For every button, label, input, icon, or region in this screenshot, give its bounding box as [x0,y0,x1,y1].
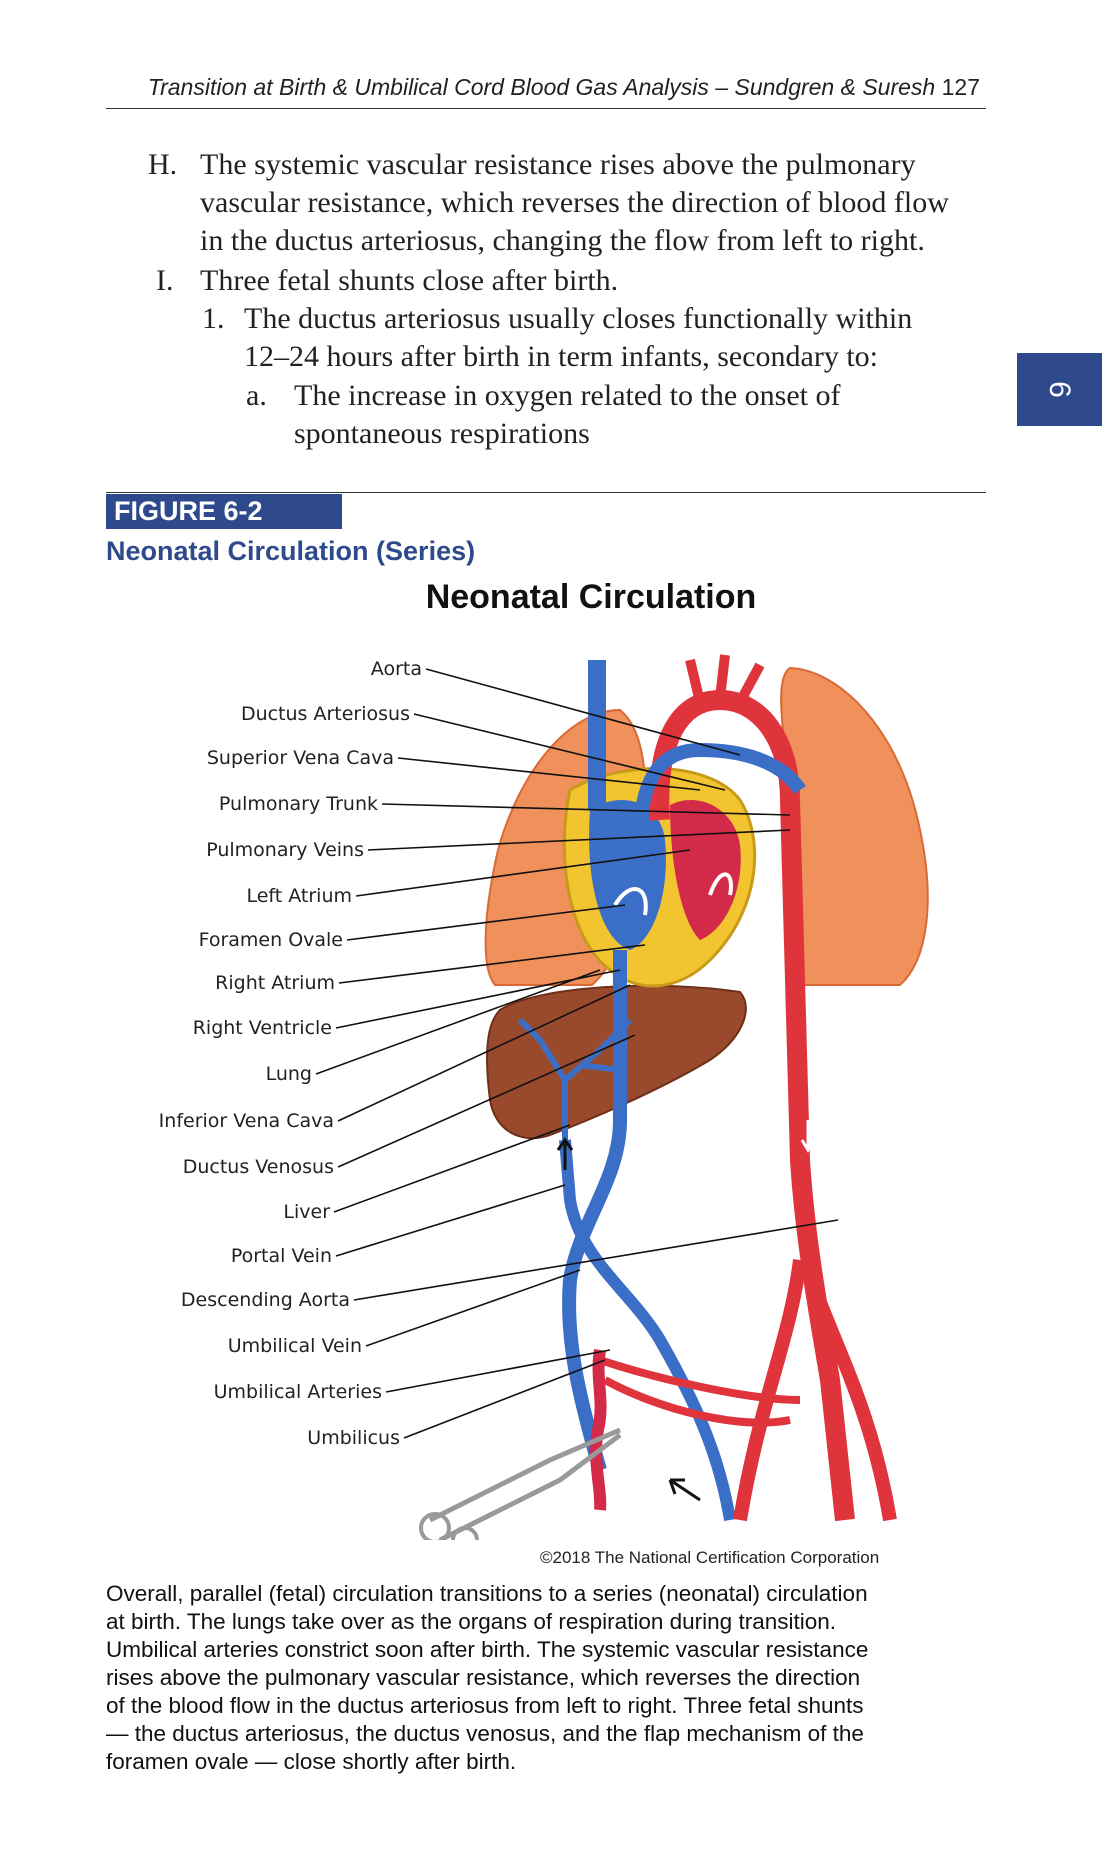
caption-line: at birth. The lungs take over as the org… [106,1609,836,1634]
leader-line [355,849,691,897]
diagram-label: Umbilical Arteries [214,1381,382,1403]
flow-arrow [800,1120,816,1153]
outline-line: in the ductus arteriosus, changing the f… [200,224,925,257]
caption-line: Overall, parallel (fetal) circulation tr… [106,1581,868,1606]
diagram-label: Foramen Ovale [199,929,343,951]
outline-line: vascular resistance, which reverses the … [200,186,949,219]
diagram-title: Neonatal Circulation [425,578,757,616]
caption-line: foramen ovale — close shortly after birt… [106,1749,517,1774]
figure-credit: ©2018 The National Certification Corpora… [540,1548,880,1567]
diagram-label: Lung [266,1063,312,1085]
clamp-ring-illustration [419,1512,451,1540]
portal-vein-illustration [559,1139,736,1521]
leader-line [333,1124,571,1213]
iliac-artery-illustration [733,1257,897,1522]
outline-marker: 1. [202,302,225,335]
umbilical-arteries-illustration [598,1356,801,1427]
diagram-label: Superior Vena Cava [207,747,394,769]
leader-line [353,1219,839,1301]
caption-line: Umbilical arteries constrict soon after … [106,1637,869,1662]
leader-line [346,904,626,941]
leader-line [413,713,726,791]
outline-line: The ductus arteriosus usually closes fun… [244,302,913,335]
leader-line [381,803,791,816]
leader-line [397,757,701,791]
page-number: 127 [941,74,980,100]
outline-marker: I. [156,264,174,297]
diagram-label: Liver [283,1201,330,1223]
flow-arrow [668,1478,701,1502]
leader-line [338,944,646,984]
diagram-label: Pulmonary Trunk [219,793,378,815]
figure-label: FIGURE 6-2 [106,494,342,529]
flow-arrow [708,872,733,896]
caption-line: of the blood flow in the ductus arterios… [106,1693,864,1718]
leader-line [403,1359,606,1439]
leader-line [385,1349,611,1393]
outline-line: spontaneous respirations [294,417,590,450]
outline-marker: H. [148,148,178,181]
diagram-label: Umbilicus [307,1427,400,1449]
aorta-branch-illustration [685,654,765,705]
diagram-label: Aorta [371,658,422,680]
running-head-title: Transition at Birth & Umbilical Cord Blo… [147,74,936,100]
diagram-label: Ductus Venosus [183,1156,334,1178]
diagram-label: Left Atrium [246,885,352,907]
chapter-tab-number: 6 [1043,381,1076,398]
leader-line [335,1184,566,1257]
diagram-label: Umbilical Vein [228,1335,362,1357]
caption-line: rises above the pulmonary vascular resis… [106,1665,861,1690]
running-head-text: Transition at Birth & Umbilical Cord Blo… [148,74,980,101]
diagram-label: Right Ventricle [193,1017,332,1039]
figure-title: Neonatal Circulation (Series) [106,536,476,566]
leader-line [337,984,631,1122]
running-head: Transition at Birth & Umbilical Cord Blo… [106,72,986,109]
diagram-label: Inferior Vena Cava [159,1110,334,1132]
outline-line: 12–24 hours after birth in term infants,… [244,340,879,373]
diagram-label: Pulmonary Veins [206,839,364,861]
outline-line: The increase in oxygen related to the on… [294,379,841,412]
liver-vessel-illustration [517,1017,633,1140]
clamp-illustration [428,1427,622,1540]
chapter-tab: 6 [1017,353,1102,426]
diagram-label: Portal Vein [231,1245,332,1267]
leader-line [337,1034,636,1168]
leader-line [365,1269,581,1347]
inferior-vena-cava-illustration [562,950,627,1472]
figure-rule [106,492,986,493]
outline-line: Three fetal shunts close after birth. [200,264,619,297]
clamp-ring-illustration [451,1526,479,1540]
leader-line [367,829,791,851]
diagram-label: Right Atrium [215,972,335,994]
leader-line [425,668,741,756]
flow-arrow [698,723,762,742]
outline-line: The systemic vascular resistance rises a… [200,148,916,181]
leader-line [315,969,601,1075]
figure-caption: Overall, parallel (fetal) circulation tr… [106,1580,986,1776]
caption-line: — the ductus arteriosus, the ductus veno… [106,1721,864,1746]
umbilical-cord-illustration [590,1349,607,1511]
flow-arrow [556,1137,574,1170]
diagram-label: Ductus Arteriosus [241,703,410,725]
pulmonary-trunk-illustration [633,742,806,841]
diagram-label: Descending Aorta [181,1289,350,1311]
flow-arrow [613,887,648,916]
outline-marker: a. [246,379,267,412]
